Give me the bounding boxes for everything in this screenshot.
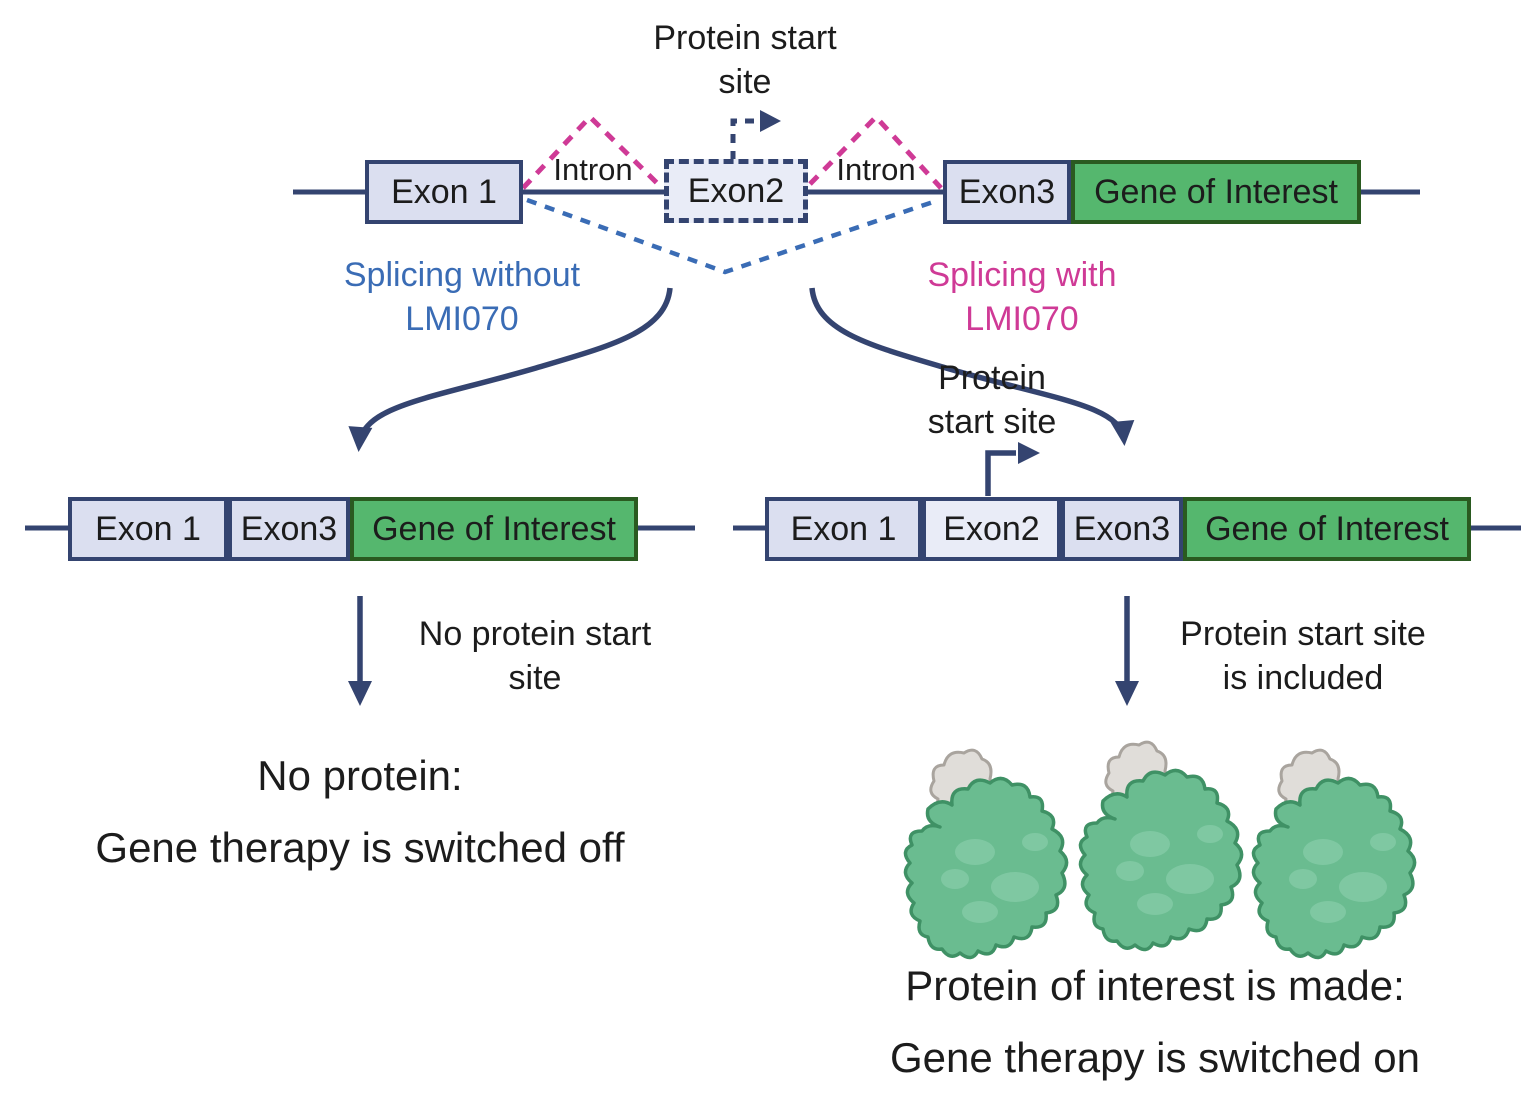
protein-blob-icon bbox=[1078, 740, 1244, 952]
protein-start-dashed-arrow bbox=[730, 118, 758, 160]
splice-arc-with-lmi070-right bbox=[808, 113, 943, 190]
protein-blob-icon bbox=[903, 748, 1069, 960]
splice-arc-with-lmi070-left bbox=[521, 113, 660, 190]
protein-start-solid-arrowhead-icon bbox=[1018, 442, 1040, 464]
branch-arrow-without-lmi070 bbox=[348, 287, 673, 452]
branch-arrow-with-lmi070 bbox=[809, 287, 1135, 446]
splice-path-without-lmi070 bbox=[526, 197, 940, 275]
protein-start-solid-arrow bbox=[985, 450, 1016, 496]
protein-blob-icon bbox=[1251, 748, 1417, 960]
protein-start-dashed-arrowhead-icon bbox=[760, 110, 781, 132]
